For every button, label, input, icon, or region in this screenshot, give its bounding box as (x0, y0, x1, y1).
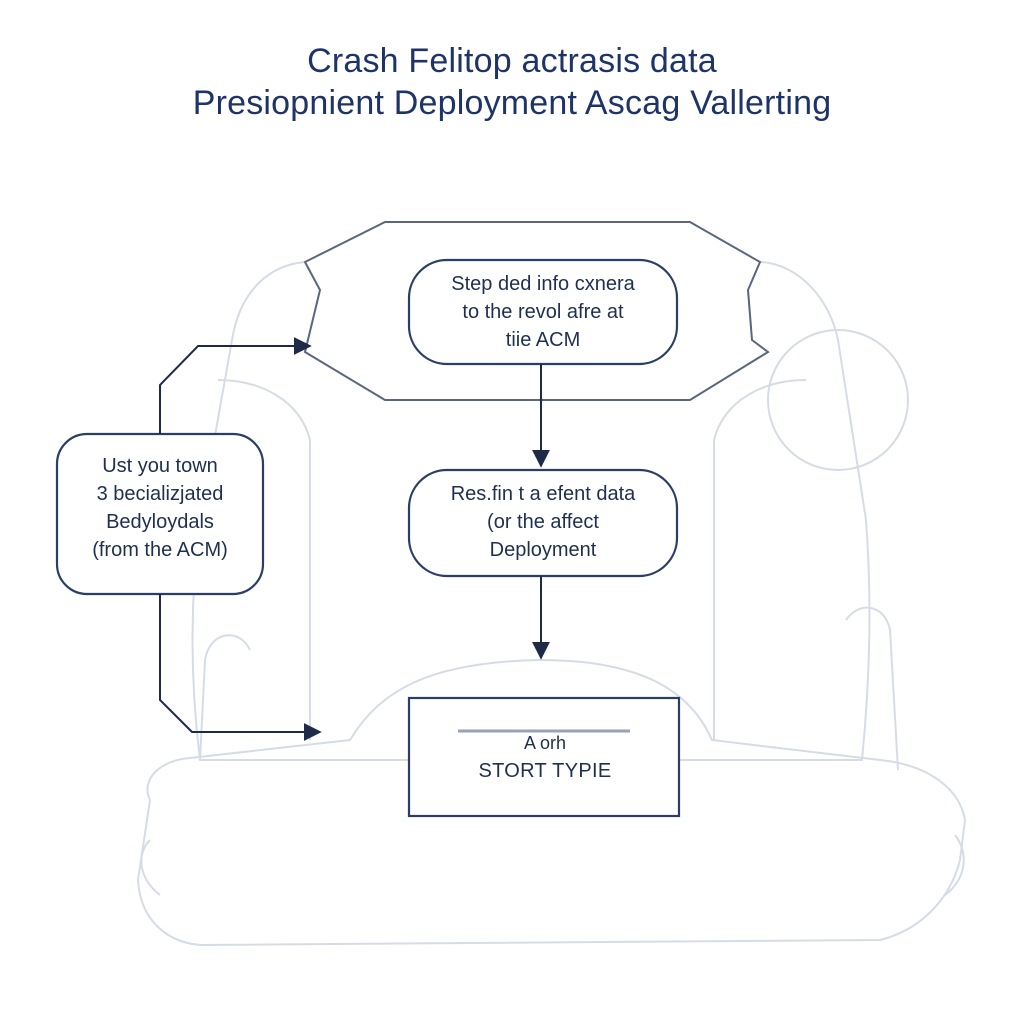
arrow-left-to-display (159, 594, 322, 741)
arrow-left-to-top (159, 337, 312, 434)
seat-inner-right (713, 379, 807, 740)
node-left-label: Ust you town 3 becializjated Bedyloydals… (58, 452, 262, 564)
display-box-line-1: A orh (523, 733, 567, 753)
node-top-box (407, 258, 679, 366)
node-top-line: to the revol afre at (462, 301, 624, 323)
seat-cushion-outline (136, 658, 967, 947)
node-middle-box (407, 468, 679, 578)
seat-back-outline (191, 261, 871, 761)
seat-outline-illustration (136, 261, 967, 947)
node-middle-line: (or the affect (487, 511, 599, 533)
diagram-title-line-2: Presiopnient Deployment Ascag Vallerting (192, 84, 832, 122)
node-left-line: Bedyloydals (106, 511, 214, 533)
diagram-title-line-1: Crash Felitop actrasis data (307, 42, 717, 80)
cushion-right-bump (944, 834, 965, 896)
display-box-line-2: STORT TYPIE (478, 760, 612, 782)
node-top-label: Step ded info cxnera to the revol afre a… (412, 270, 674, 354)
node-middle-line: Deployment (489, 539, 597, 561)
node-middle-line: Res.fin t a efent data (450, 483, 636, 505)
seat-inner-left (217, 379, 311, 740)
node-left-line: 3 becializjated (96, 483, 224, 505)
cushion-left-bump (140, 839, 161, 896)
armrest-right (845, 606, 899, 771)
node-top-line: Step ded info cxnera (451, 273, 635, 295)
node-top-line: tiie ACM (505, 329, 581, 351)
headrest-circle (767, 329, 909, 471)
node-left-line: (from the ACM) (92, 539, 228, 561)
armrest-left (199, 634, 251, 761)
display-box-label: A orh STORT TYPIE (412, 730, 678, 786)
node-left-line: Ust you town (102, 455, 218, 477)
display-box (407, 696, 681, 818)
node-middle-label: Res.fin t a efent data (or the affect De… (412, 480, 674, 564)
